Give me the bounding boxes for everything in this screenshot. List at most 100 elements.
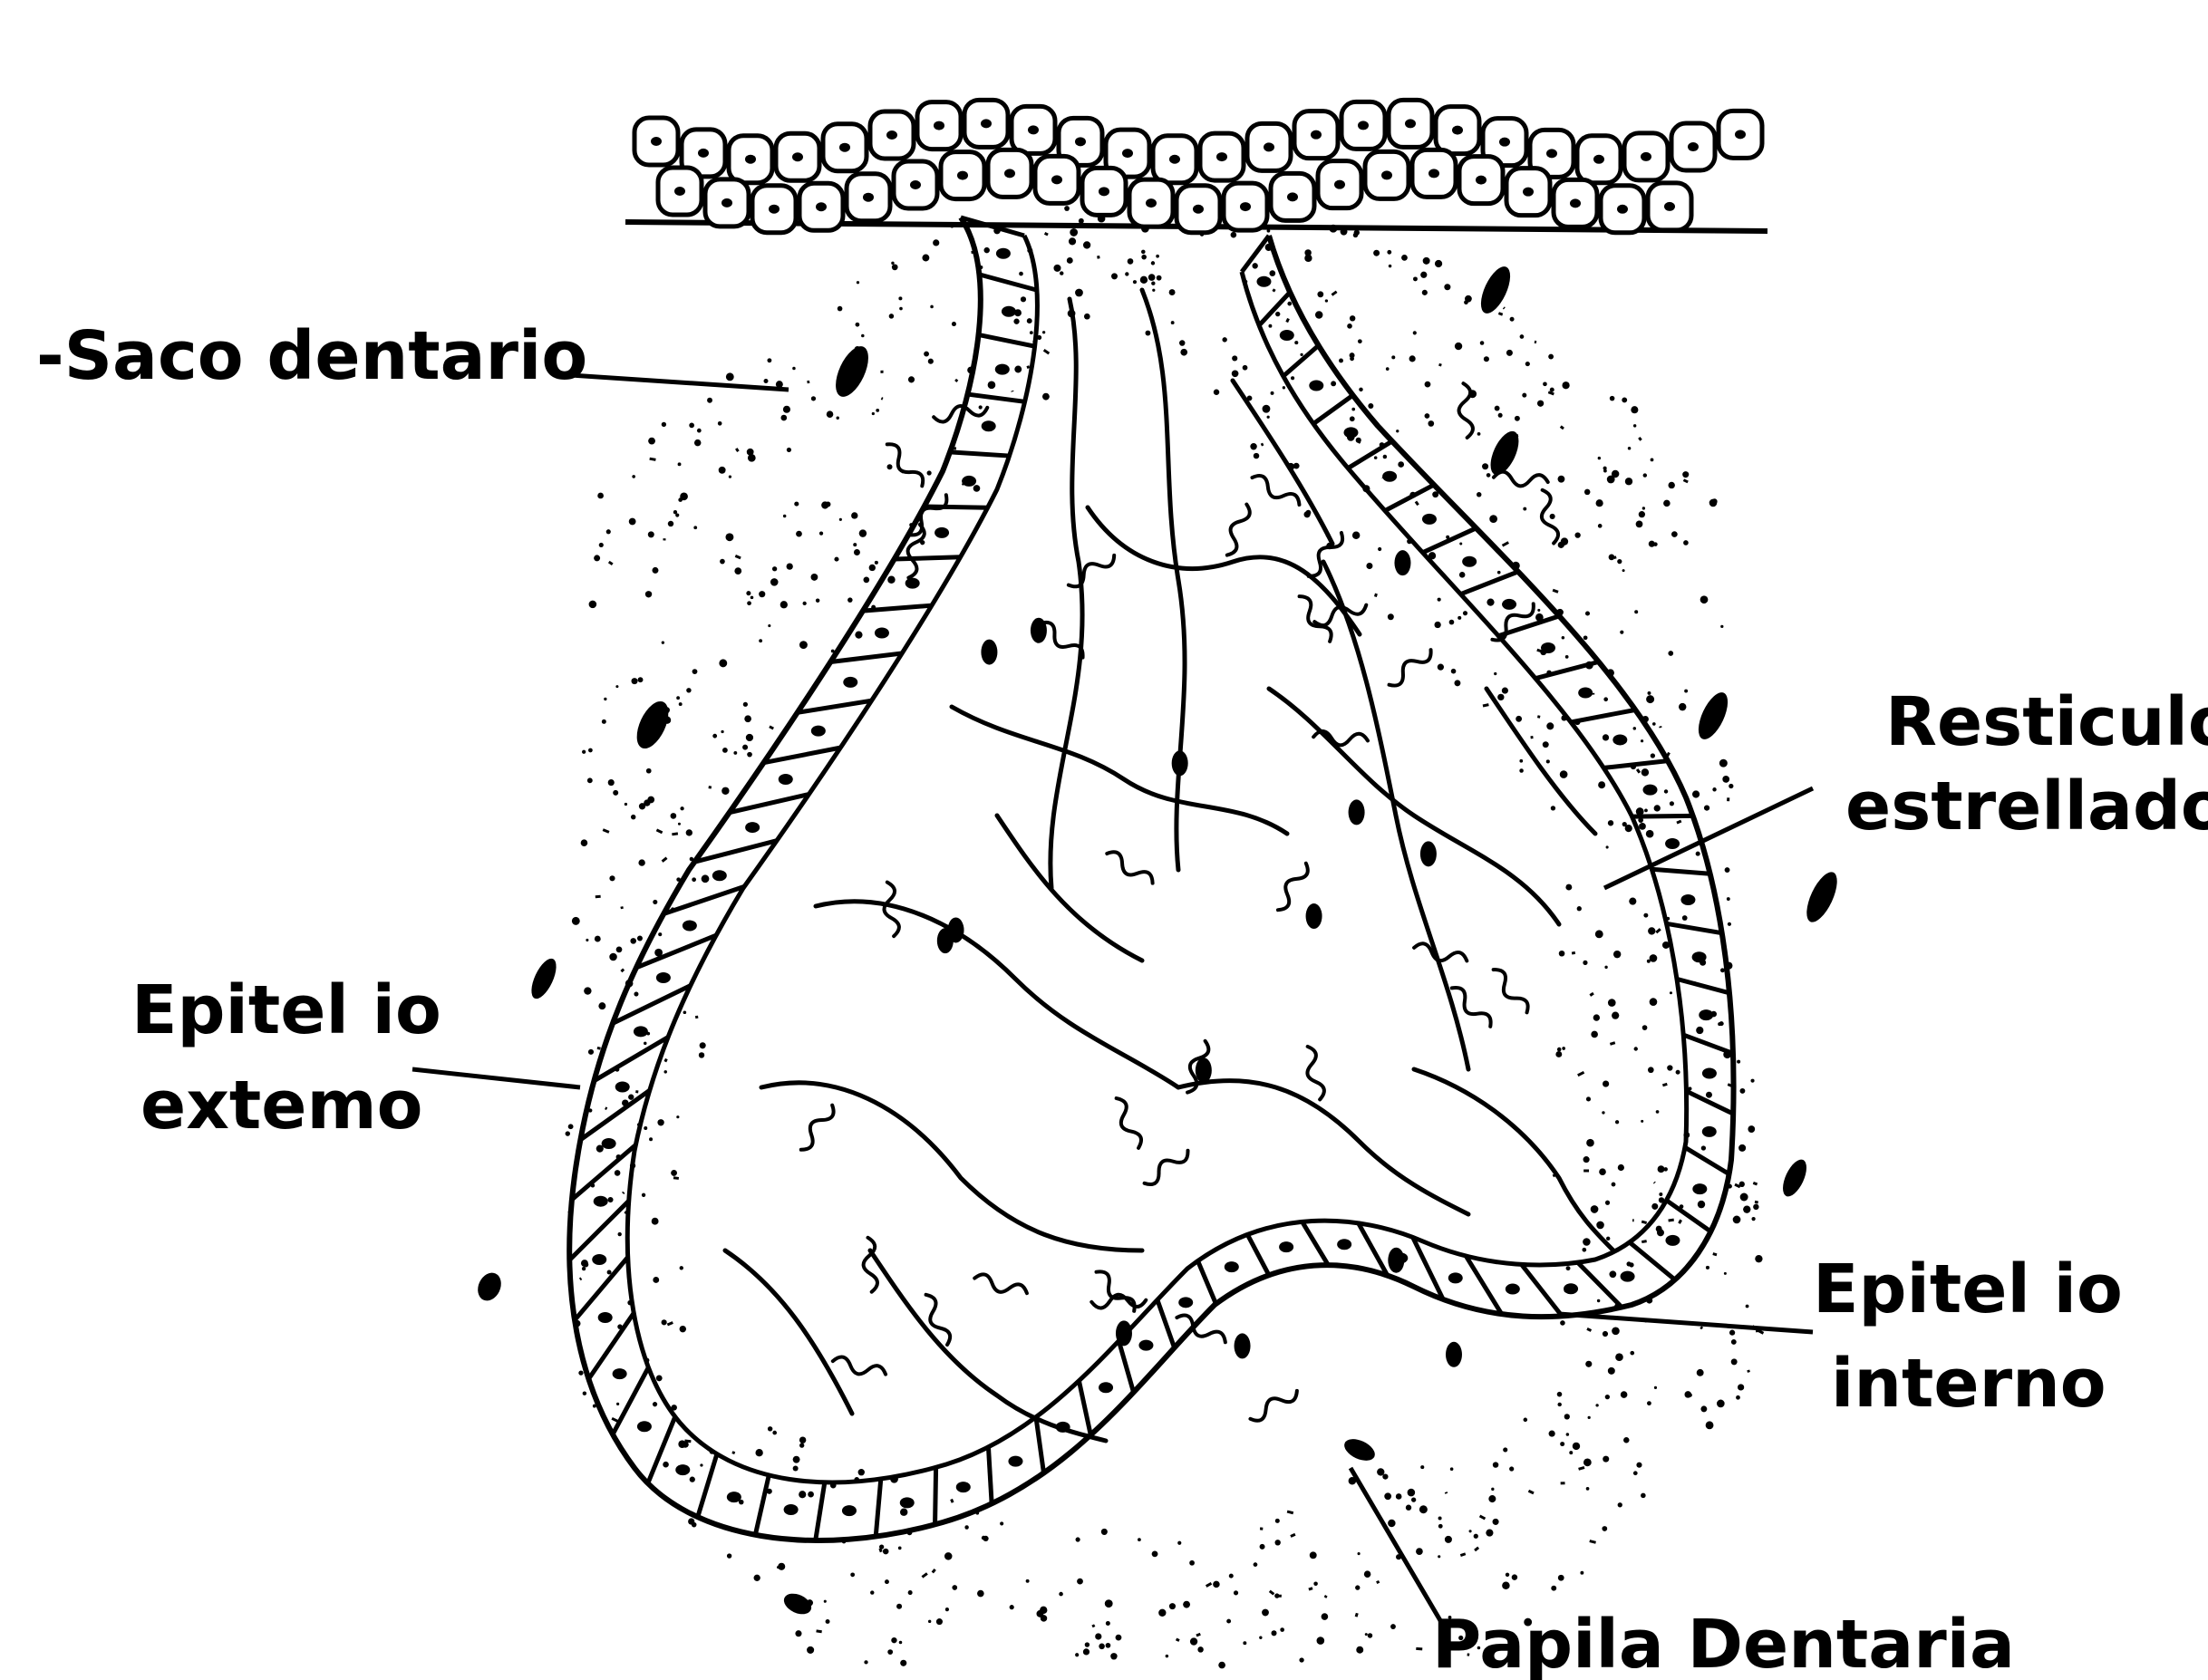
tissue-dot [615, 1170, 621, 1176]
tissue-dot [1546, 722, 1554, 729]
tissue-dot [1030, 331, 1033, 334]
tissue-dot [787, 448, 791, 452]
tissue-dot [952, 322, 956, 326]
tissue-dot [1629, 1262, 1633, 1267]
tissue-dot [1654, 805, 1661, 811]
label-resticulo-2: estrellado [1845, 768, 2208, 845]
tissue-dot [1254, 1562, 1258, 1567]
tissue-dot [1523, 507, 1526, 511]
tissue-dot [799, 641, 808, 649]
tissue-dot [1482, 463, 1488, 469]
tissue-dot [887, 1649, 893, 1655]
tissue-dot [1546, 759, 1550, 763]
cell-nucleus [651, 137, 662, 146]
tissue-dot [1222, 337, 1226, 342]
tissue-dot [1543, 741, 1549, 748]
cell-nucleus [811, 726, 826, 737]
tissue-dot [1497, 571, 1501, 574]
tissue-dot [1083, 1648, 1089, 1655]
tissue-dot [1549, 1431, 1555, 1437]
tissue-dot [602, 719, 606, 724]
tissue-dot [1548, 354, 1554, 360]
stellate-nucleus [948, 917, 964, 942]
tissue-dot [1642, 507, 1645, 509]
tissue-dot [676, 696, 680, 700]
tissue-dot [1271, 391, 1274, 395]
tissue-dot [678, 823, 681, 826]
tissue-dot [751, 596, 754, 600]
tissue-dot [780, 415, 787, 421]
tissue-dot [680, 492, 688, 500]
tissue-dot [899, 307, 903, 311]
cell-nucleus [1193, 205, 1204, 214]
stellate-nucleus [1172, 750, 1188, 776]
tissue-dot [645, 591, 652, 597]
tissue-dot [1293, 463, 1300, 469]
tissue-dot [1743, 1205, 1750, 1212]
cell-nucleus [1146, 198, 1157, 208]
cell-nucleus [1178, 1297, 1193, 1308]
tissue-dot [792, 367, 795, 370]
tissue-dot [1729, 784, 1733, 788]
tissue-dot [1378, 547, 1381, 551]
tissue-dot [764, 379, 769, 383]
tissue-dot [1646, 830, 1654, 838]
tissue-dot [1668, 651, 1673, 656]
tissue-dot [770, 578, 779, 586]
tissue-dot [712, 734, 717, 739]
tissue-dot [858, 1469, 865, 1475]
tissue-dot [1197, 1646, 1203, 1652]
tissue-dot [1171, 321, 1175, 324]
tissue-fiber [955, 380, 957, 381]
tissue-dot [1084, 314, 1090, 320]
tissue-dot [1076, 1537, 1080, 1541]
tissue-dot [1079, 218, 1084, 224]
tissue-dot [652, 567, 658, 574]
tissue-dot [1413, 276, 1418, 281]
tissue-dot [1573, 1443, 1580, 1450]
tissue-dot [1494, 672, 1496, 675]
tissue-fiber [684, 1441, 691, 1442]
cell-nucleus [935, 527, 949, 538]
tissue-dot [609, 953, 617, 961]
tissue-dot [1077, 1579, 1083, 1585]
tissue-dot [793, 1465, 799, 1471]
tissue-dot [1450, 1467, 1454, 1471]
tissue-dot [1491, 1488, 1494, 1491]
cell-nucleus [1702, 1067, 1717, 1078]
tissue-dot [721, 730, 723, 733]
tissue-dot [581, 839, 588, 846]
tissue-dot [1506, 350, 1513, 356]
tissue-dot [1075, 1653, 1079, 1656]
tissue-dot [629, 518, 636, 526]
tissue-dot [1459, 543, 1462, 546]
tissue-dot [780, 601, 788, 608]
tissue-dot [586, 939, 588, 941]
tissue-dot [1455, 343, 1462, 350]
tissue-fiber [1572, 952, 1575, 953]
tissue-fiber [665, 1059, 667, 1062]
tissue-dot [1631, 406, 1638, 413]
tissue-dot [1274, 1593, 1279, 1598]
tissue-dot [847, 597, 853, 603]
tissue-dot [1644, 809, 1648, 813]
tissue-dot [1520, 334, 1525, 339]
cell-nucleus [1570, 198, 1581, 208]
tissue-dot [1325, 299, 1328, 302]
tissue-fiber [1460, 1554, 1465, 1556]
tissue-dot [1634, 1047, 1638, 1050]
tissue-dot [1438, 1524, 1443, 1529]
tissue-dot [1648, 927, 1655, 934]
tissue-dot [896, 1604, 902, 1609]
tissue-dot [1733, 1216, 1741, 1224]
tissue-dot [1603, 1331, 1608, 1337]
tissue-dot [1356, 1646, 1363, 1654]
cell-nucleus [1358, 121, 1369, 130]
cell-nucleus [1311, 130, 1322, 140]
tissue-dot [719, 467, 726, 474]
tissue-dot [1516, 716, 1522, 722]
tissue-dot [637, 935, 643, 941]
tissue-dot [613, 790, 618, 796]
tissue-dot [1275, 1519, 1280, 1523]
tissue-dot [1654, 1386, 1657, 1389]
